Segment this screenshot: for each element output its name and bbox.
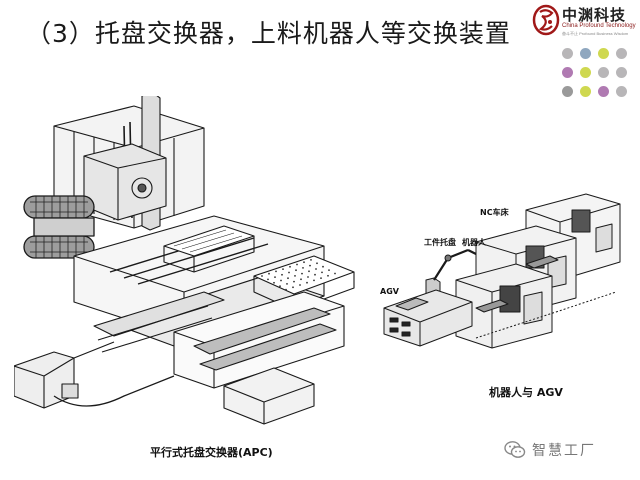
pallet-hole bbox=[286, 283, 288, 285]
decorative-dot bbox=[562, 67, 573, 78]
figure-right-caption: 机器人与 AGV bbox=[489, 386, 563, 399]
pallet-hole bbox=[294, 275, 296, 277]
pallet-hole bbox=[261, 275, 263, 277]
logo-seal-icon bbox=[532, 4, 560, 36]
pallet-hole bbox=[310, 259, 312, 261]
robot-agv-drawing bbox=[383, 193, 621, 349]
pallet-hole bbox=[285, 288, 287, 291]
pallet-hole bbox=[316, 262, 318, 265]
decorative-dot bbox=[616, 86, 627, 97]
pallet-hole bbox=[275, 270, 277, 273]
pallet-hole bbox=[308, 270, 310, 273]
logo-name: 中渊科技 bbox=[562, 6, 627, 24]
decorative-dot bbox=[580, 48, 591, 59]
pallet-hole bbox=[273, 281, 275, 284]
figure-left-caption: 平行式托盘交换器(APC) bbox=[150, 446, 273, 459]
watermark-text: 智慧工厂 bbox=[532, 443, 596, 459]
callout-agv: AGV bbox=[380, 287, 399, 296]
pallet-hole bbox=[307, 276, 309, 278]
pallet-hole bbox=[303, 261, 305, 264]
decorative-dot bbox=[598, 86, 609, 97]
callout-nc-lathe: NC车床 bbox=[480, 208, 509, 217]
decorative-dot bbox=[562, 86, 573, 97]
pallet-hole bbox=[267, 278, 269, 281]
wechat-icon bbox=[504, 441, 526, 458]
decorative-dot bbox=[562, 48, 573, 59]
decorative-dot bbox=[598, 48, 609, 59]
decorative-dot bbox=[598, 67, 609, 78]
pallet-hole bbox=[301, 272, 303, 275]
pallet-hole bbox=[327, 274, 329, 277]
pallet-hole bbox=[288, 271, 290, 274]
decorative-dot bbox=[616, 67, 627, 78]
pallet-hole bbox=[300, 278, 302, 281]
pallet-hole bbox=[306, 281, 308, 284]
pallet-hole bbox=[328, 269, 330, 271]
pallet-hole bbox=[281, 273, 283, 276]
pallet-hole bbox=[287, 277, 289, 280]
pallet-hole bbox=[299, 284, 301, 286]
pallet-hole bbox=[282, 268, 284, 270]
decorative-dot bbox=[580, 67, 591, 78]
pallet-hole bbox=[292, 286, 294, 289]
pallet-hole bbox=[334, 272, 336, 275]
pallet-hole bbox=[313, 279, 315, 282]
pallet-changer-drawing bbox=[14, 96, 355, 425]
decorative-dot-grid bbox=[556, 44, 636, 106]
callout-robot: 机器人 bbox=[462, 238, 486, 247]
pallet-hole bbox=[274, 276, 276, 278]
pallet-hole bbox=[302, 267, 304, 269]
company-logo: 中渊科技 China Profound Technology 奋斗不止 Prof… bbox=[532, 4, 636, 38]
pallet-hole bbox=[322, 265, 324, 268]
logo-english: China Profound Technology bbox=[562, 23, 636, 29]
pallet-hole bbox=[280, 279, 282, 282]
pallet-hole bbox=[289, 265, 291, 268]
pallet-hole bbox=[314, 273, 316, 276]
logo-subtitle: 奋斗不止 Profound Business Wisdom bbox=[562, 31, 629, 36]
pallet-hole bbox=[293, 280, 295, 283]
wechat-watermark: 智慧工厂 bbox=[504, 438, 596, 462]
pallet-hole bbox=[295, 269, 297, 272]
pallet-hole bbox=[268, 272, 270, 275]
pallet-hole bbox=[321, 271, 323, 274]
slide-title: （3）托盘交换器，上料机器人等交换装置 bbox=[26, 19, 511, 48]
pallet-hole bbox=[309, 264, 311, 267]
pallet-hole bbox=[320, 277, 322, 279]
pallet-hole bbox=[296, 263, 298, 266]
decorative-dot bbox=[616, 48, 627, 59]
decorative-dot bbox=[580, 86, 591, 97]
pallet-hole bbox=[279, 285, 281, 288]
callout-work-pallet: 工件托盘 bbox=[424, 238, 456, 247]
pallet-hole bbox=[315, 268, 317, 270]
